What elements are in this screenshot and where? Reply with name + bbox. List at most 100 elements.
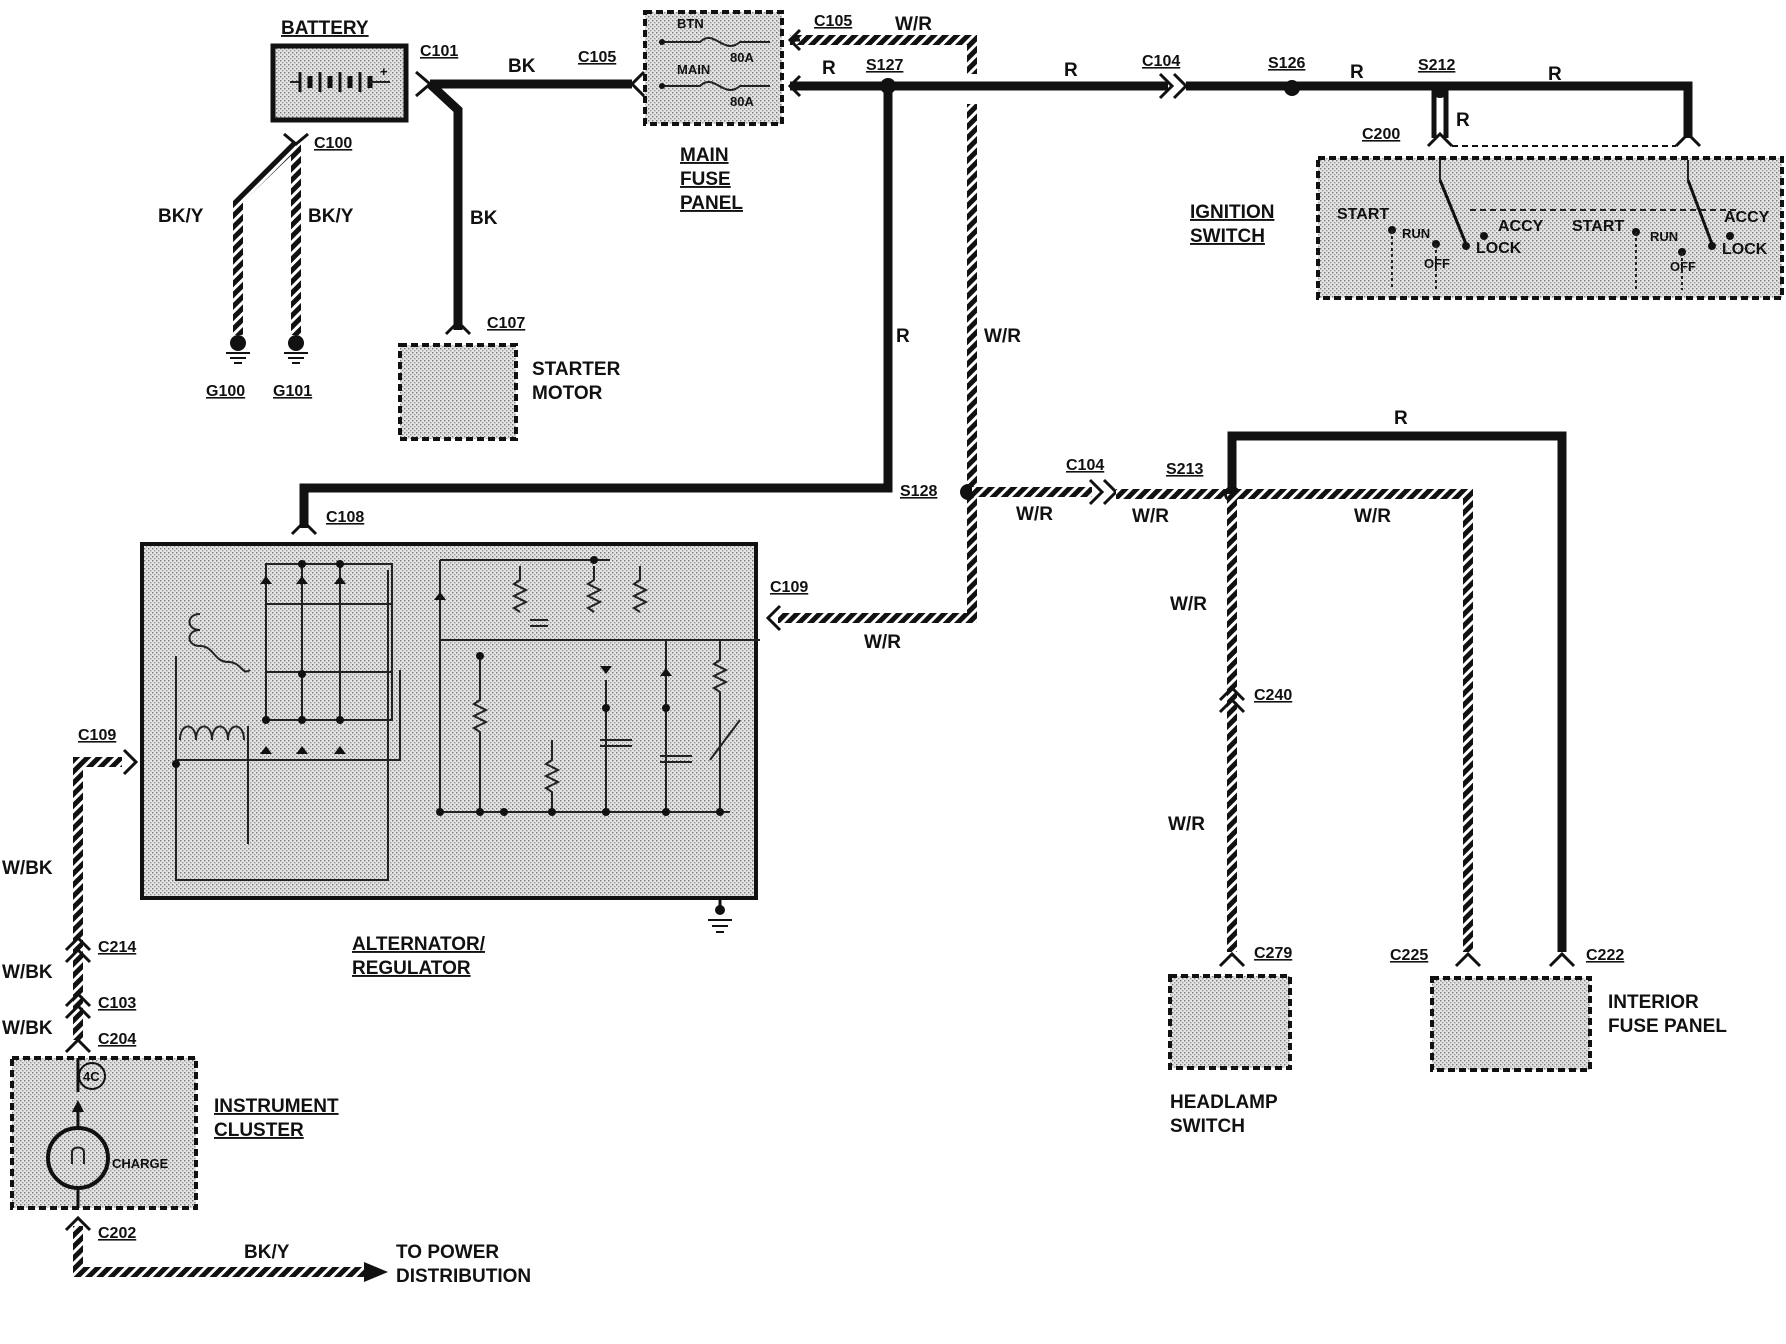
wire-label-r-6: R xyxy=(896,326,910,347)
c225-label: C225 xyxy=(1390,947,1428,964)
connector-c200 xyxy=(1426,131,1454,148)
ignition-switch-label-2: SWITCH xyxy=(1190,226,1265,247)
main-fuse-panel: BTN MAIN 80A 80A xyxy=(643,10,784,126)
wire-label-r-5: R xyxy=(1456,110,1470,131)
wire-label-r-4: R xyxy=(1548,64,1562,85)
splice-s126 xyxy=(1284,80,1300,96)
interior-fuse-panel xyxy=(1430,976,1592,1072)
c202-label: C202 xyxy=(98,1225,136,1242)
main-fuse-panel-label-3: PANEL xyxy=(680,193,743,214)
connector-c100 xyxy=(283,132,309,146)
connector-c105-b xyxy=(787,28,802,52)
c204-label: C204 xyxy=(98,1031,136,1048)
starter-motor-label-2: MOTOR xyxy=(532,383,603,404)
alternator-circuit-icon xyxy=(172,556,760,881)
c101-label: C101 xyxy=(420,43,458,60)
alternator-regulator xyxy=(140,542,760,900)
ign-run-1: RUN xyxy=(1402,226,1430,241)
connector-c202 xyxy=(64,1215,92,1232)
c240-label: C240 xyxy=(1254,687,1292,704)
charge-indicator-arrow-icon xyxy=(72,1100,84,1112)
wire-bk-starter xyxy=(426,80,463,330)
c107-label: C107 xyxy=(487,315,525,332)
c104-a-label: C104 xyxy=(1142,53,1180,70)
c104-b-label: C104 xyxy=(1066,457,1104,474)
wire-label-wr-7: W/R xyxy=(864,632,901,653)
s212-label: S212 xyxy=(1418,57,1455,74)
headlamp-switch-label-1: HEADLAMP xyxy=(1170,1092,1278,1113)
fuse-main-rating: 80A xyxy=(730,94,754,109)
connector-c108 xyxy=(290,519,318,536)
headlamp-switch xyxy=(1168,974,1292,1070)
fuse-btn-icon xyxy=(662,36,770,48)
wire-label-wr-4: W/R xyxy=(1354,506,1391,527)
arrow-right-icon xyxy=(364,1262,388,1282)
s126-label: S126 xyxy=(1268,55,1305,72)
ign-run-2: RUN xyxy=(1650,229,1678,244)
headlamp-switch-label-2: SWITCH xyxy=(1170,1116,1245,1137)
wire-label-wr-top: W/R xyxy=(895,14,932,35)
ign-lock-2: LOCK xyxy=(1722,241,1768,258)
g100-label: G100 xyxy=(206,383,245,400)
g101-label: G101 xyxy=(273,383,312,400)
interior-fuse-panel-label-1: INTERIOR xyxy=(1608,992,1699,1013)
wire-r-s212-ignition xyxy=(1431,90,1449,138)
wire-wbk-alternator-cluster xyxy=(73,757,122,1040)
s127-label: S127 xyxy=(866,57,903,74)
wire-label-bky-2: BK/Y xyxy=(308,206,354,227)
c222-label: C222 xyxy=(1586,947,1624,964)
wire-bky-g100 xyxy=(233,140,300,335)
ign-accy-1: ACCY xyxy=(1498,218,1544,235)
instrument-cluster-label-2: CLUSTER xyxy=(214,1120,304,1141)
wire-label-wbk-3: W/BK xyxy=(2,1018,53,1039)
wire-r-to-ignition xyxy=(1186,81,1693,138)
alternator-label-2: REGULATOR xyxy=(352,958,471,979)
charge-label: CHARGE xyxy=(112,1156,169,1171)
c200-label: C200 xyxy=(1362,126,1400,143)
fuse-btn-rating: 80A xyxy=(730,50,754,65)
wire-label-wbk-2: W/BK xyxy=(2,962,53,983)
svg-text:+: + xyxy=(380,64,388,79)
ign-start-2: START xyxy=(1572,218,1624,235)
c108-label: C108 xyxy=(326,509,364,526)
connector-c279 xyxy=(1218,951,1246,968)
fuse-btn-label: BTN xyxy=(677,16,704,31)
wire-label-wr-2: W/R xyxy=(1016,504,1053,525)
connector-c214 xyxy=(64,935,92,964)
battery: + xyxy=(270,43,409,123)
connector-c104-b xyxy=(1088,478,1119,506)
to-power-distribution-label-2: DISTRIBUTION xyxy=(396,1266,531,1287)
wire-wr-to-c225 xyxy=(1232,489,1473,952)
starter-motor-label-1: STARTER xyxy=(532,359,621,380)
lamp-code-label: 4C xyxy=(83,1069,100,1084)
wire-r-to-c222 xyxy=(1227,431,1567,952)
wire-label-wr-1: W/R xyxy=(984,326,1021,347)
connector-c105-a xyxy=(629,70,646,98)
wire-label-wr-3: W/R xyxy=(1132,506,1169,527)
main-fuse-panel-label-1: MAIN xyxy=(680,145,729,166)
c279-label: C279 xyxy=(1254,945,1292,962)
main-fuse-panel-label-2: FUSE xyxy=(680,169,731,190)
battery-label: BATTERY xyxy=(281,18,369,39)
ign-lock-1: LOCK xyxy=(1476,240,1522,257)
wire-label-bky-3: BK/Y xyxy=(244,1242,290,1263)
connector-c107 xyxy=(444,319,472,336)
ground-g101-icon xyxy=(284,335,308,364)
connector-c222 xyxy=(1548,951,1576,968)
wire-wr-vertical xyxy=(778,104,977,623)
c109-b-label: C109 xyxy=(78,727,116,744)
connector-c109-b xyxy=(122,748,139,776)
c109-a-label: C109 xyxy=(770,579,808,596)
wire-wr-btn-top xyxy=(790,35,977,74)
connector-c101 xyxy=(415,70,433,98)
c105-b-label: C105 xyxy=(814,13,852,30)
wire-label-r-2: R xyxy=(1064,60,1078,81)
wire-label-r-7: R xyxy=(1394,408,1408,429)
ign-accy-2: ACCY xyxy=(1724,209,1770,226)
ground-g100-icon xyxy=(226,335,250,364)
ignition-switch-label-1: IGNITION xyxy=(1190,202,1274,223)
wire-label-r-3: R xyxy=(1350,62,1364,83)
s213-label: S213 xyxy=(1166,461,1203,478)
connector-c109-a xyxy=(765,604,782,632)
